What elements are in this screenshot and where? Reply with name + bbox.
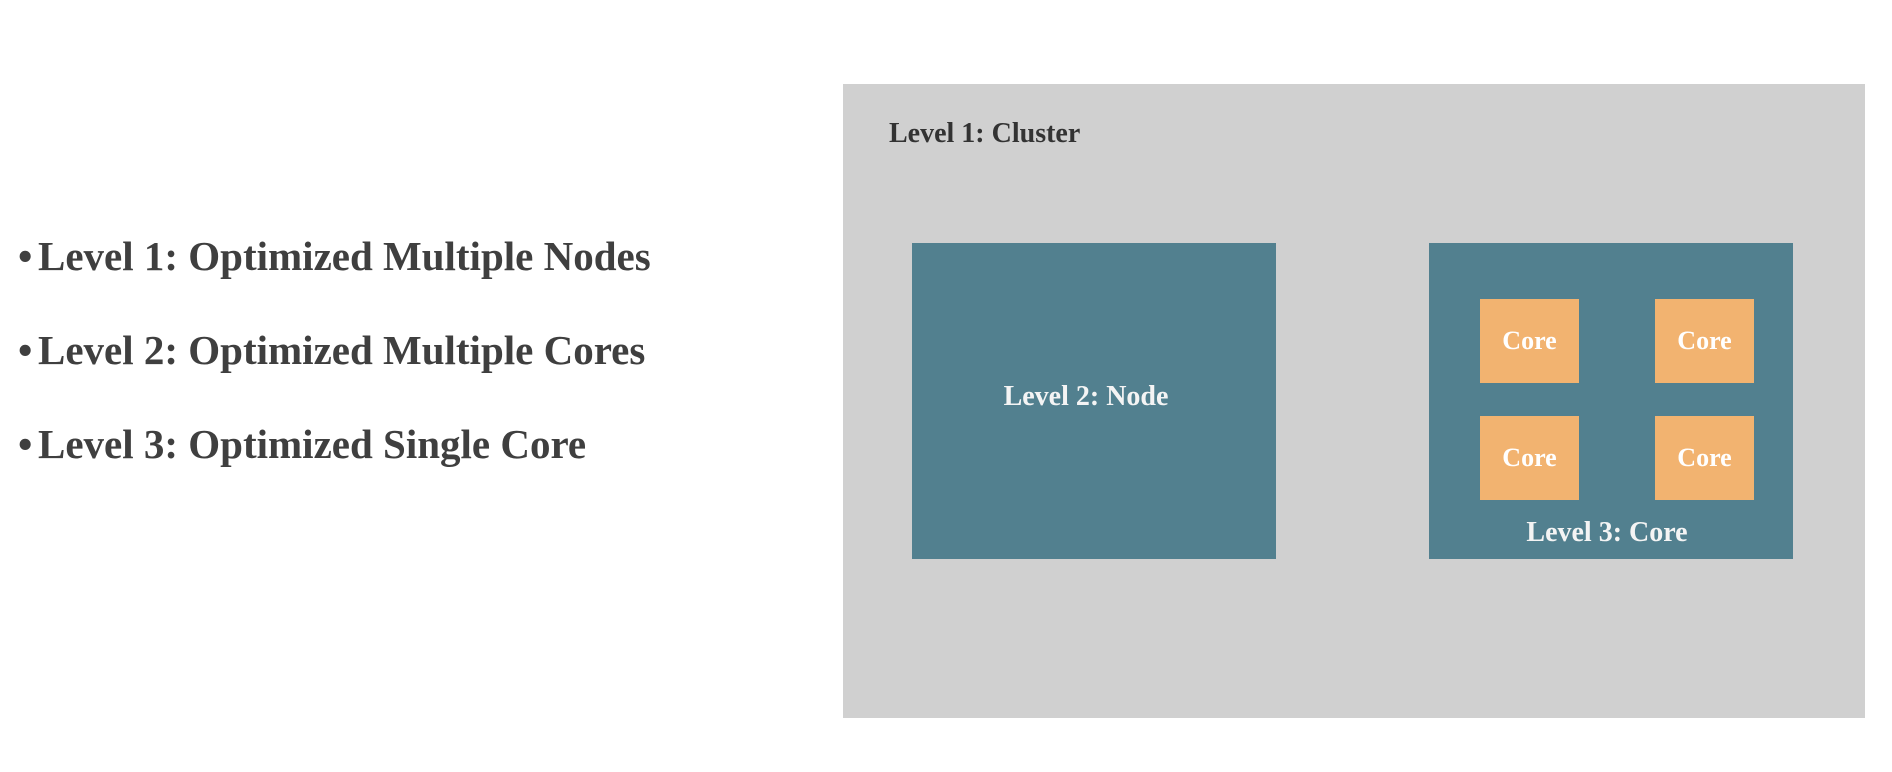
bullet-marker: • — [18, 233, 33, 279]
core-group-label: Level 3: Core — [1526, 517, 1688, 548]
node-box: Level 2: Node — [912, 243, 1276, 559]
bullet-text: Level 2: Optimized Multiple Cores — [38, 327, 646, 373]
core-box: Core — [1480, 416, 1579, 500]
bullet-item-level-1: • Level 1: Optimized Multiple Nodes — [18, 232, 651, 280]
core-box: Core — [1655, 416, 1754, 500]
bullet-text: Level 3: Optimized Single Core — [38, 421, 587, 467]
bullet-item-level-3: • Level 3: Optimized Single Core — [18, 420, 651, 468]
bullet-item-level-2: • Level 2: Optimized Multiple Cores — [18, 326, 651, 374]
cluster-box: Level 1: Cluster Level 2: Node Core Core… — [843, 84, 1865, 718]
cluster-label: Level 1: Cluster — [889, 118, 1081, 149]
bullet-marker: • — [18, 421, 33, 467]
bullet-text: Level 1: Optimized Multiple Nodes — [38, 233, 651, 279]
core-group-box: Core Core Core Core Level 3: Core — [1429, 243, 1793, 559]
bullet-marker: • — [18, 327, 33, 373]
core-box: Core — [1655, 299, 1754, 383]
node-label: Level 2: Node — [1003, 381, 1169, 412]
core-box: Core — [1480, 299, 1579, 383]
bullet-list: • Level 1: Optimized Multiple Nodes • Le… — [18, 232, 651, 514]
